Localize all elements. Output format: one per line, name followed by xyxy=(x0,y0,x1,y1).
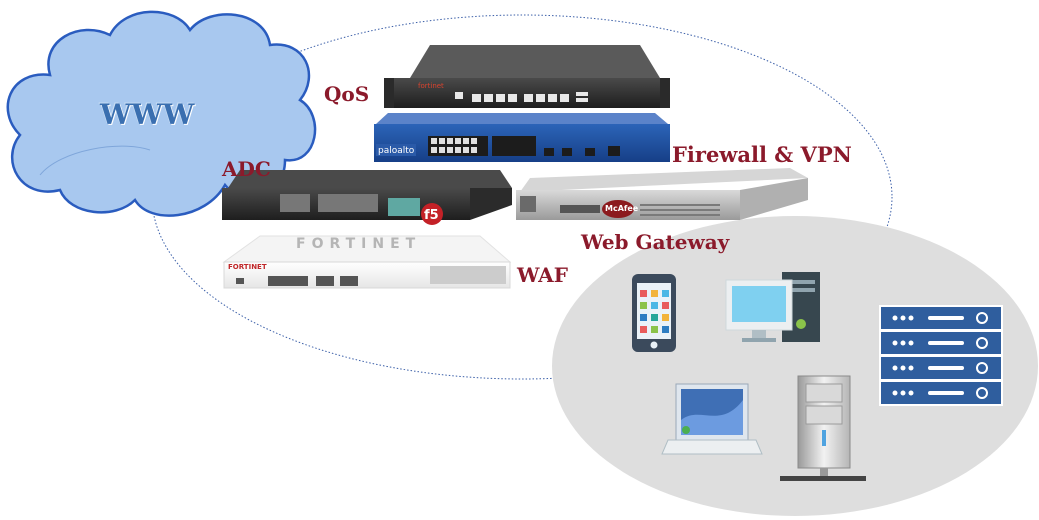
cloud-label: WWW xyxy=(100,98,195,131)
desktop-pc-icon xyxy=(725,272,820,342)
server-rack-icon xyxy=(879,305,1003,406)
internet-cloud xyxy=(6,10,317,217)
firewall-vpn-label: Firewall & VPN xyxy=(672,142,852,167)
network-boundary-ellipse xyxy=(151,14,893,380)
adc-appliance xyxy=(222,170,512,225)
fortinet-brand-small: FORTINET xyxy=(228,263,267,271)
qos-appliance xyxy=(384,45,670,108)
adc-label: ADC xyxy=(222,157,271,181)
qos-brand: fortinet xyxy=(418,82,444,90)
paloalto-brand: paloalto xyxy=(378,146,415,156)
waf-label: WAF xyxy=(517,263,568,287)
laptop-icon xyxy=(661,383,763,455)
web-gateway-label: Web Gateway xyxy=(581,230,730,254)
firewall-vpn-appliance xyxy=(374,113,670,162)
web-gateway-appliance xyxy=(516,168,808,220)
fortinet-brand-top: FORTINET xyxy=(296,236,422,252)
smartphone-icon xyxy=(632,274,676,352)
f5-brand: f5 xyxy=(424,208,439,223)
qos-label: QoS xyxy=(324,82,370,106)
tower-server-icon xyxy=(780,375,866,481)
mcafee-brand: McAfee xyxy=(605,204,639,213)
waf-appliance xyxy=(222,235,512,289)
